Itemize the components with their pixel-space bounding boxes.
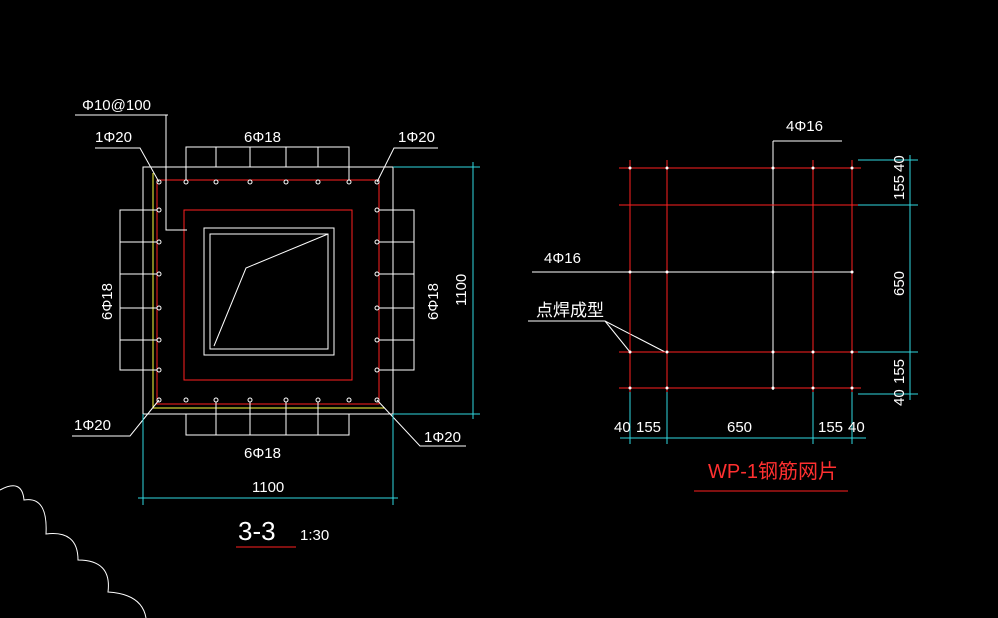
hollow-outer (203, 227, 335, 356)
label-top-right: 1Φ20 (398, 129, 435, 146)
label-right: 6Φ18 (425, 283, 442, 320)
section-scale: 1:30 (300, 527, 329, 544)
stirrup-hook (165, 115, 187, 231)
rebar-inner (183, 209, 353, 381)
section-3-3: Φ10@100 1Φ20 6Φ18 1Φ20 6Φ18 6Φ18 6Φ18 1Φ… (72, 97, 480, 548)
hollow-inner (209, 233, 329, 350)
wp1-dim-right-0: 40 (891, 155, 908, 172)
left-bar-grid (119, 209, 159, 371)
wp1-label-weld: 点焊成型 (536, 301, 604, 320)
wp1-dim-right-4: 40 (891, 389, 908, 406)
section-title: 3-3 (238, 516, 276, 546)
label-stirrup: Φ10@100 (82, 97, 151, 114)
wp1-red-bars (619, 160, 861, 395)
wp1-dim-bottom-2: 650 (727, 419, 752, 436)
label-top: 6Φ18 (244, 129, 281, 146)
section-outline (142, 166, 394, 415)
hollow-break-line (213, 233, 329, 347)
right-bar-grid (377, 209, 415, 371)
wp1-leaders (528, 140, 853, 390)
wp1-dim-right-3: 155 (891, 359, 908, 384)
top-bar-grid (185, 146, 350, 182)
wp1-dim-bottom-0: 40 (614, 419, 631, 436)
wp1-dim-lines (620, 155, 918, 444)
dim-lines-3-3 (138, 162, 480, 505)
wp1-mesh: 40 155 650 155 40 40 155 650 155 40 4Φ16… (528, 118, 918, 492)
wp1-dim-bottom-3: 155 (818, 419, 843, 436)
label-bottom-right: 1Φ20 (424, 429, 461, 446)
wp1-dim-right-1: 155 (891, 175, 908, 200)
bottom-bar-grid (185, 400, 350, 436)
cloud-break-line (0, 485, 147, 618)
rebar-dots (156, 179, 380, 403)
wp1-dots (628, 166, 854, 390)
rebar-outer (156, 179, 380, 405)
wp1-label-top: 4Φ16 (786, 118, 823, 135)
wp1-title: WP-1钢筋网片 (708, 460, 838, 483)
corner-leaders (72, 147, 466, 447)
wp1-label-left: 4Φ16 (544, 250, 581, 267)
label-bottom-left: 1Φ20 (74, 417, 111, 434)
label-top-left: 1Φ20 (95, 129, 132, 146)
wp1-dim-bottom-1: 155 (636, 419, 661, 436)
wp1-dim-bottom-4: 40 (848, 419, 865, 436)
label-left: 6Φ18 (99, 283, 116, 320)
wp1-dim-right-2: 650 (891, 271, 908, 296)
dim-width: 1100 (252, 479, 284, 496)
label-bottom: 6Φ18 (244, 445, 281, 462)
dim-height: 1100 (453, 274, 470, 306)
